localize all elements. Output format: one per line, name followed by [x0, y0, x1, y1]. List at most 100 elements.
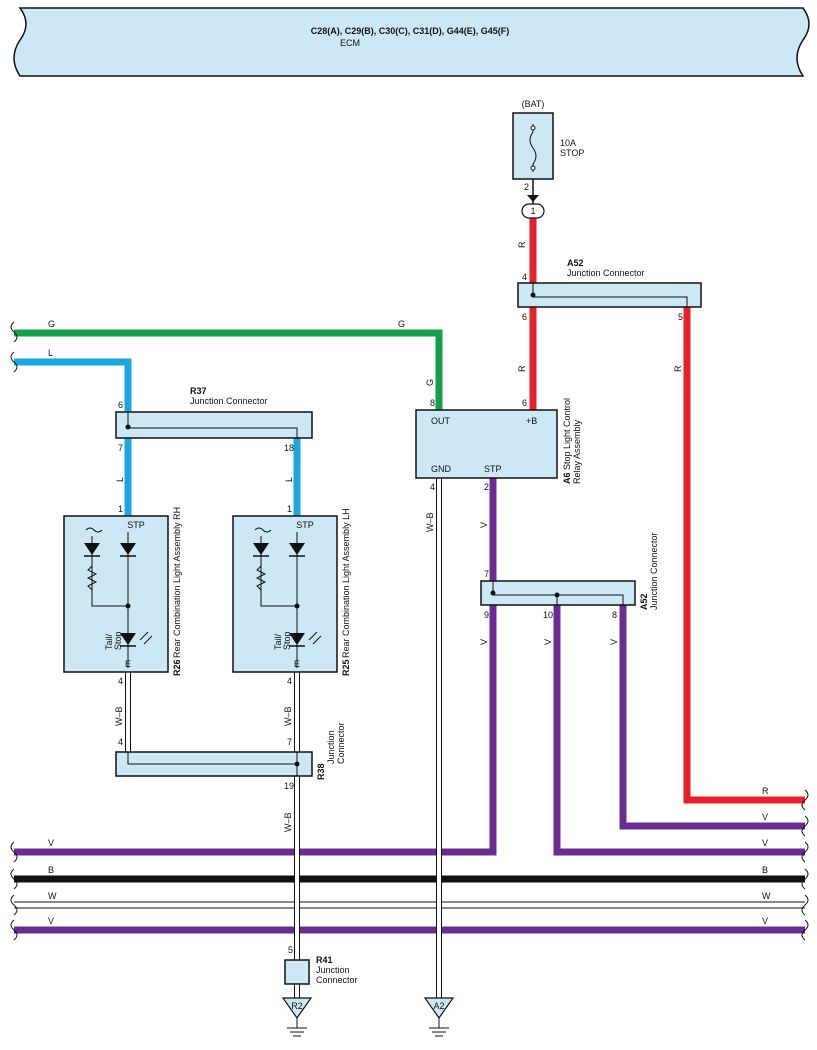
- junction-r38: 4 7 19 R38 Junction Connector: [115, 722, 346, 791]
- a6-name2: Relay Assembly: [572, 419, 582, 484]
- r25-tail: Tail/: [273, 633, 283, 650]
- r37-name: Junction Connector: [190, 396, 268, 406]
- wire-label-v-right2: V: [762, 838, 768, 848]
- a52-mid-pin-a: 9: [484, 610, 489, 620]
- a6-pin-gnd: 4: [430, 482, 435, 492]
- a6-gnd: GND: [431, 464, 452, 474]
- wire-label-v2-left: V: [48, 916, 54, 926]
- wire-label-b-left: B: [48, 865, 54, 875]
- r25-code: R25: [341, 659, 351, 676]
- a6-pin-b: 6: [522, 398, 527, 408]
- r38-name1: Junction: [326, 730, 336, 764]
- wire-red: [529, 218, 805, 804]
- bat-label: (BAT): [522, 99, 545, 109]
- wire-label-v-stp: V: [479, 522, 489, 528]
- a6-stp: STP: [484, 464, 502, 474]
- a52-top-pin-in: 4: [522, 272, 527, 282]
- r26-stop: Stop: [113, 631, 123, 650]
- r26-pin-stp: 1: [118, 504, 123, 514]
- a52-top-name: Junction Connector: [567, 268, 645, 278]
- r26-code: R26: [172, 659, 182, 676]
- junction-r37: R37 Junction Connector 6 7 18: [115, 386, 313, 453]
- left-edge-breaks: [10, 321, 18, 941]
- a52-top-pin-out1: 6: [522, 312, 527, 322]
- ecm-connectors: C28(A), C29(B), C30(C), C31(D), G44(E), …: [311, 26, 510, 36]
- r38-code: R38: [316, 763, 326, 780]
- junction-r41: 5 R41 Junction Connector: [284, 945, 358, 985]
- r41-name2: Connector: [316, 975, 358, 985]
- junction-a52-mid: 7 9 10 8 A52 Junction Connector: [480, 532, 659, 620]
- wire-violet: [14, 478, 805, 934]
- wire-label-v-8: V: [609, 639, 619, 645]
- wire-label-l-2: L: [284, 477, 294, 482]
- right-edge-breaks: [801, 789, 809, 941]
- wire-label-v-right1: V: [762, 812, 768, 822]
- a6-plus-b: +B: [526, 416, 537, 426]
- r25-pin-stp: 1: [287, 504, 292, 514]
- lamp-r26: STP E 1 4 Tail/ Stop R26 Rear Combinatio…: [63, 504, 182, 686]
- r26-stp: STP: [127, 520, 145, 530]
- a52-mid-pin-in: 7: [484, 569, 489, 579]
- a6-pin-stp: 2: [484, 482, 489, 492]
- wire-label-v-9: V: [479, 639, 489, 645]
- a52-top-code: A52: [567, 258, 584, 268]
- r26-name: Rear Combination Light Assembly RH: [172, 507, 182, 658]
- a52-top-pin-out2: 5: [678, 312, 683, 322]
- r25-name: Rear Combination Light Assembly LH: [341, 508, 351, 658]
- r41-pin: 5: [288, 945, 293, 955]
- wire-label-w-right: W: [762, 891, 771, 901]
- a52-mid-pin-c: 8: [612, 610, 617, 620]
- wire-label-l-left: L: [48, 348, 53, 358]
- r37-pin-a: 7: [118, 443, 123, 453]
- wire-label-r-2: R: [517, 365, 527, 372]
- r41-code: R41: [316, 955, 333, 965]
- wire-label-r-1: R: [517, 241, 527, 248]
- wire-label-g-vert: G: [425, 379, 435, 386]
- fuse-name: STOP: [560, 148, 584, 158]
- a6-pin-out: 8: [430, 398, 435, 408]
- wire-label-g-mid: G: [398, 319, 405, 329]
- a52-mid-code: A52: [639, 593, 649, 610]
- a6-out: OUT: [431, 416, 451, 426]
- wire-label-r-right: R: [762, 786, 769, 796]
- r26-pin-e: 4: [118, 676, 123, 686]
- wire-label-wb-a6: W–B: [425, 512, 435, 532]
- a52-mid-pin-b: 10: [543, 610, 553, 620]
- r37-pin-in: 6: [118, 400, 123, 410]
- a6-name1: Stop Light Control: [562, 398, 572, 470]
- ground-r2: R2: [281, 997, 313, 1037]
- r38-name2: Connector: [336, 722, 346, 764]
- fuse-rating: 10A: [560, 138, 576, 148]
- ecm-name: ECM: [340, 38, 360, 48]
- r38-pin-a: 4: [118, 737, 123, 747]
- r37-pin-b: 18: [284, 443, 294, 453]
- ground-right-label: A2: [433, 1001, 444, 1011]
- r25-stop: Stop: [282, 631, 292, 650]
- wire-label-v-left: V: [48, 838, 54, 848]
- fuse-stop: (BAT) 10A STOP 2 1: [512, 99, 584, 219]
- a6-code: A6: [562, 472, 572, 484]
- wire-label-v3-right: V: [762, 916, 768, 926]
- ground-a2: A2: [423, 997, 455, 1037]
- wire-label-r-3: R: [673, 365, 683, 372]
- wire-green: [14, 329, 443, 410]
- ecm-banner: C28(A), C29(B), C30(C), C31(D), G44(E), …: [13, 7, 810, 77]
- wire-label-wb-r25: W–B: [283, 706, 293, 726]
- wire-label-g-left: G: [48, 319, 55, 329]
- wire-blue: [14, 358, 301, 516]
- wire-label-wb-r26: W–B: [114, 706, 124, 726]
- junction-a52-top: A52 Junction Connector 4 6 5: [517, 258, 702, 322]
- r38-pin-out: 19: [284, 781, 294, 791]
- relay-a6: OUT +B GND STP 8 6 4 2 A6 Stop Light Con…: [415, 398, 582, 492]
- r38-pin-b: 7: [287, 737, 292, 747]
- wire-label-l-1: L: [115, 477, 125, 482]
- r41-name1: Junction: [316, 965, 350, 975]
- wire-label-wb-r38: W–B: [283, 812, 293, 832]
- wire-label-w-left: W: [48, 891, 57, 901]
- ground-left-label: R2: [291, 1001, 303, 1011]
- a52-mid-name: Junction Connector: [649, 532, 659, 610]
- r26-tail: Tail/: [104, 633, 114, 650]
- wire-label-b-right: B: [762, 865, 768, 875]
- fuse-pin: 2: [524, 182, 529, 192]
